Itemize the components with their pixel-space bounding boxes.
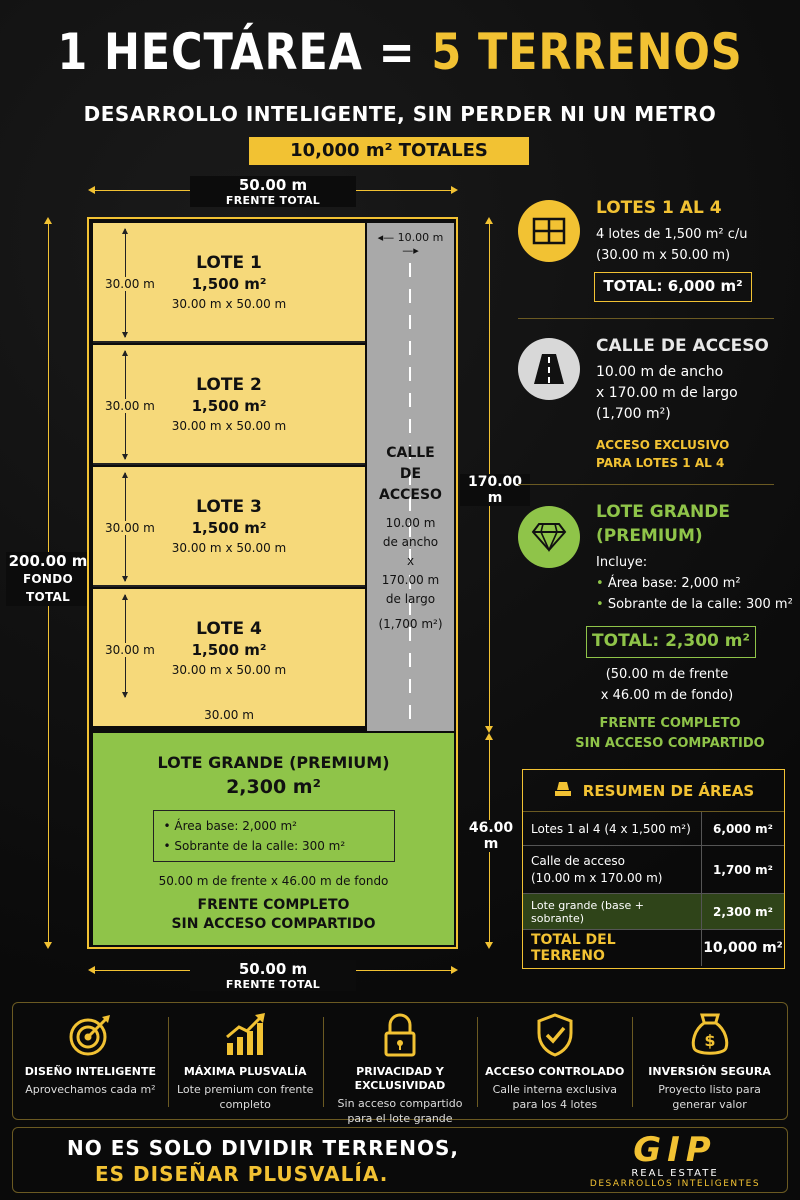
panel-lotes-total: TOTAL: 6,000 m² — [594, 272, 752, 302]
lote-premium: LOTE GRANDE (PREMIUM) 2,300 m² • Área ba… — [93, 733, 454, 945]
summary-row: Lotes 1 al 4 (4 x 1,500 m²) 6,000 m² — [523, 812, 784, 846]
footer-banner: NO ES SOLO DIVIDIR TERRENOS, ES DISEÑAR … — [12, 1127, 788, 1193]
left-dimension-label: 200.00 m FONDO TOTAL — [6, 552, 90, 606]
feature-plusvalia: MÁXIMA PLUSVALÍA Lote premium con frente… — [167, 1003, 323, 1119]
right-upper-dimension-label: 170.00 m — [460, 474, 530, 506]
summary-row: Calle de acceso (10.00 m x 170.00 m) 1,7… — [523, 846, 784, 894]
street-width-measure: ◂— 10.00 m —▸ — [371, 231, 450, 257]
premium-breakdown-box: • Área base: 2,000 m² • Sobrante de la c… — [152, 810, 395, 862]
diamond-icon — [518, 506, 580, 568]
right-lower-dimension-label: 46.00 m — [460, 820, 522, 852]
panel-premium-note: FRENTE COMPLETO SIN ACCESO COMPARTIDO — [575, 716, 765, 751]
panel-separator — [518, 318, 774, 319]
lote-3: 30.00 m LOTE 3 1,500 m² 30.00 m x 50.00 … — [93, 467, 365, 587]
lote-2: 30.00 m LOTE 2 1,500 m² 30.00 m x 50.00 … — [93, 345, 365, 465]
title-white: 1 HECTÁREA = — [57, 23, 432, 81]
panel-calle-note: ACCESO EXCLUSIVO PARA LOTES 1 AL 4 — [596, 438, 730, 470]
svg-text:$: $ — [704, 1031, 715, 1050]
access-street: ◂— 10.00 m —▸ CALLE DE ACCESO 10.00 m de… — [367, 223, 454, 731]
bottom-dimension-label: 50.00 m FRENTE TOTAL — [190, 960, 356, 991]
panel-calle-text: 10.00 m de ancho x 170.00 m de largo (1,… — [596, 364, 738, 422]
panel-calle-title: CALLE DE ACCESO — [596, 336, 769, 356]
feature-diseno: DISEÑO INTELIGENTE Aprovechamos cada m² — [13, 1003, 168, 1119]
road-icon — [518, 338, 580, 400]
page-subtitle: DESARROLLO INTELIGENTE, SIN PERDER NI UN… — [83, 102, 717, 126]
panel-premium-total: TOTAL: 2,300 m² — [586, 626, 756, 658]
lote-1: 30.00 m LOTE 1 1,500 m² 30.00 m x 50.00 … — [93, 223, 365, 343]
footer-slogan-2: ES DISEÑAR PLUSVALÍA. — [95, 1162, 389, 1186]
page-title: 1 HECTÁREA = 5 TERRENOS — [56, 22, 744, 82]
panel-separator — [518, 484, 774, 485]
money-bag-icon: $ — [632, 1011, 787, 1059]
blueprint-icon — [553, 780, 573, 802]
footer-slogan-1: NO ES SOLO DIVIDIR TERRENOS, — [67, 1136, 460, 1160]
lotes-width-measure: 30.00 m — [93, 704, 365, 726]
lots-grid-icon — [518, 200, 580, 262]
summary-total-row: TOTAL DEL TERRENO 10,000 m² — [523, 930, 784, 966]
title-gold: 5 TERRENOS — [431, 23, 743, 81]
lock-icon — [323, 1011, 478, 1059]
land-plot-diagram: 30.00 m LOTE 1 1,500 m² 30.00 m x 50.00 … — [87, 217, 458, 949]
features-bar: DISEÑO INTELIGENTE Aprovechamos cada m² … — [12, 1002, 788, 1125]
shield-check-icon — [477, 1011, 632, 1059]
total-area-badge: 10,000 m² TOTALES — [249, 137, 529, 165]
panel-lotes-title: LOTES 1 AL 4 — [596, 198, 722, 218]
panel-premium-title: LOTE GRANDE (PREMIUM) — [596, 502, 730, 546]
panel-premium-dims: (50.00 m de frente x 46.00 m de fondo) — [600, 667, 734, 703]
gip-logo: GIP REAL ESTATE DESARROLLOS INTELIGENTES — [589, 1130, 761, 1189]
area-summary-table: RESUMEN DE ÁREAS Lotes 1 al 4 (4 x 1,500… — [522, 769, 785, 969]
summary-row: Lote grande (base + sobrante) 2,300 m² — [523, 894, 784, 930]
top-dimension-label: 50.00 m FRENTE TOTAL — [190, 176, 356, 207]
feature-acceso: ACCESO CONTROLADO Calle interna exclusiv… — [477, 1003, 632, 1119]
target-icon — [13, 1011, 168, 1059]
panel-lotes-text: 4 lotes de 1,500 m² c/u (30.00 m x 50.00… — [596, 227, 748, 263]
lote-4: 30.00 m LOTE 4 1,500 m² 30.00 m x 50.00 … — [93, 589, 365, 704]
growth-chart-icon — [168, 1011, 323, 1059]
panel-premium-includes: Incluye: • Área base: 2,000 m² • Sobrant… — [596, 555, 793, 612]
summary-header: RESUMEN DE ÁREAS — [523, 770, 784, 812]
